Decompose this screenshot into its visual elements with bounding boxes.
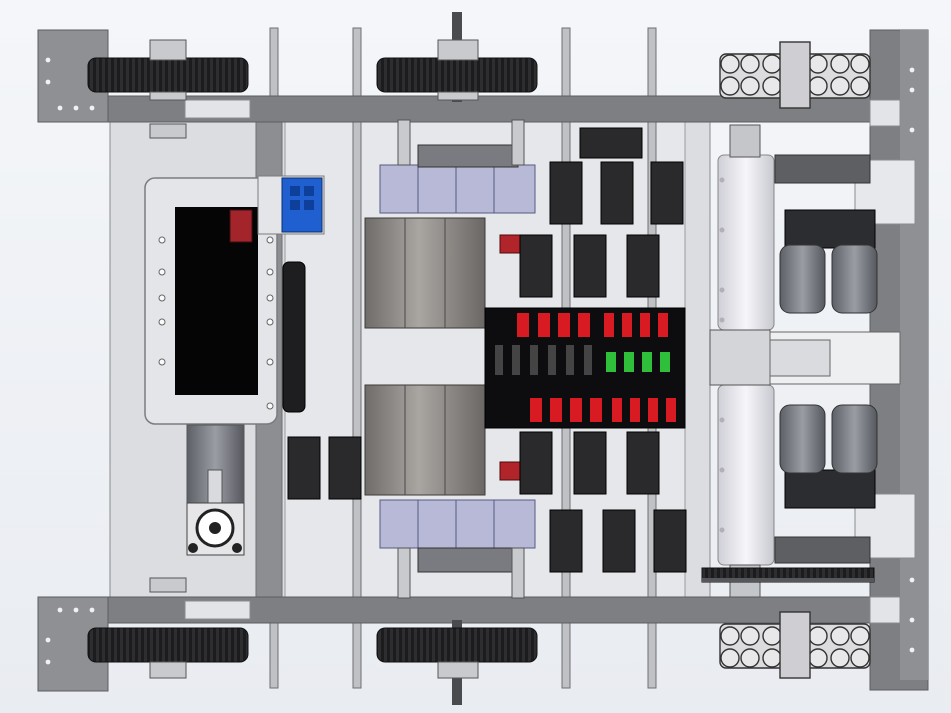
intake-motors bbox=[769, 154, 901, 564]
omni-wheels bbox=[719, 41, 871, 679]
control-hub bbox=[484, 307, 686, 429]
red-connector bbox=[229, 209, 253, 243]
side-connector bbox=[282, 261, 306, 413]
drivetrain-frame bbox=[37, 29, 929, 692]
lower-left-motor bbox=[186, 424, 245, 556]
servos bbox=[287, 127, 687, 573]
battery-tray bbox=[144, 177, 278, 425]
intake-rollers bbox=[709, 124, 775, 598]
drive-wheels bbox=[87, 39, 538, 679]
power-switch bbox=[257, 175, 325, 235]
gearboxes bbox=[379, 119, 536, 599]
spur-gear bbox=[701, 567, 875, 583]
drive-motors bbox=[364, 217, 486, 496]
